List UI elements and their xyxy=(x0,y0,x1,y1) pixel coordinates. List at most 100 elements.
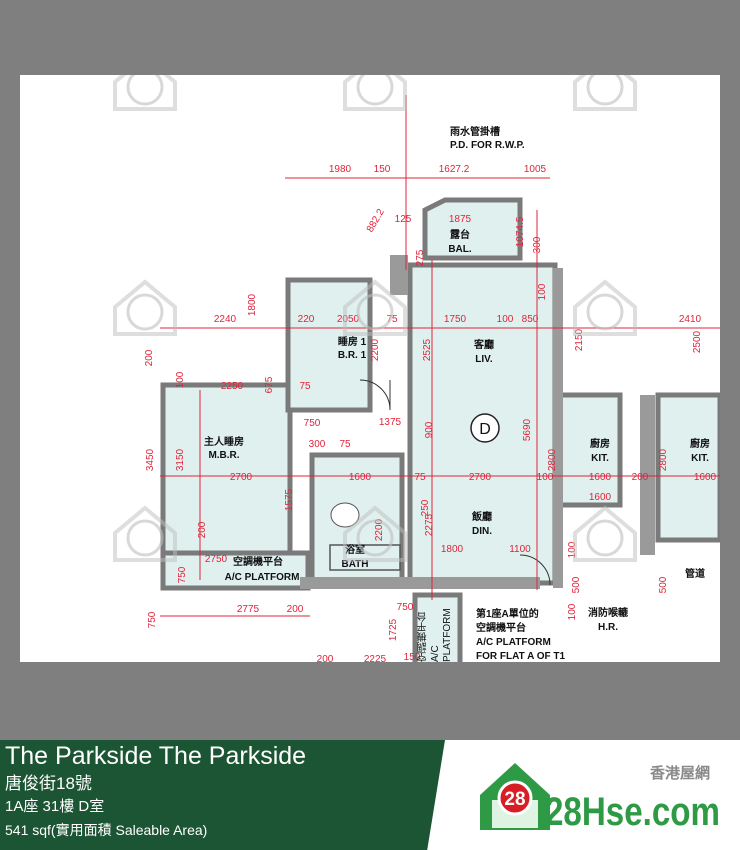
watermark-house-icon xyxy=(343,279,407,336)
dimension-label: 500 xyxy=(658,576,669,593)
watermark-badge-icon xyxy=(126,75,164,106)
footer: The Parkside The Parkside 唐俊街18號 1A座 31樓… xyxy=(0,740,740,850)
dimension-label: 1575 xyxy=(284,488,295,511)
dimension-label: 275 xyxy=(415,249,426,266)
unit-marker: D xyxy=(479,421,491,438)
logo-badge xyxy=(497,780,533,816)
room-label: BATH xyxy=(341,559,368,570)
note-label: FOR FLAT A OF T1 xyxy=(476,651,566,662)
door-din xyxy=(519,554,551,586)
dimension-label: 1750 xyxy=(444,314,467,325)
dimension-label: 2050 xyxy=(337,314,360,325)
dimension-label: 2800 xyxy=(658,448,669,471)
dimension-label: 100 xyxy=(537,472,554,483)
dimension-label: 2800 xyxy=(547,448,558,471)
note-label: 空調機平台 xyxy=(476,621,526,634)
dimension-label: 1627.2 xyxy=(439,164,470,175)
dimension-label: 220 xyxy=(298,314,315,325)
room-label: KIT. xyxy=(591,453,609,464)
watermark-house-icon xyxy=(113,75,177,111)
bathtub xyxy=(329,544,401,571)
room-br1 xyxy=(285,277,373,413)
room-label: 管道 xyxy=(685,567,705,580)
dimension-label: 1800 xyxy=(247,293,258,316)
dimension-label: 500 xyxy=(571,576,582,593)
room-label: LIV. xyxy=(475,354,493,365)
room-label: 廚房 xyxy=(690,437,710,450)
dimension-label: 1005 xyxy=(524,164,547,175)
dimension-label: 100 xyxy=(175,371,186,388)
dimension-label: 100 xyxy=(497,314,514,325)
dimension-label: 1800 xyxy=(441,544,464,555)
room-ac-platform xyxy=(160,550,311,591)
room-label: H.R. xyxy=(598,622,618,633)
dimension-label: 2700 xyxy=(230,472,253,483)
dimension-label: 1980 xyxy=(329,164,352,175)
dimension-label: 2750 xyxy=(205,554,228,565)
room-label: 客廳 xyxy=(473,338,494,351)
dimension-label: 1875 xyxy=(449,214,472,225)
dimension-label: 300 xyxy=(532,236,543,253)
dimension-label: 75 xyxy=(386,314,398,325)
dimension-label: 125 xyxy=(395,214,412,225)
dimension-label: 150 xyxy=(374,164,391,175)
watermark-badge-icon xyxy=(356,293,394,331)
note-label: P.D. FOR R.W.P. xyxy=(450,140,525,151)
property-unit: 1A座 31樓 D室 xyxy=(5,798,105,815)
room-ac-platform-vertical xyxy=(412,592,463,662)
room-label: 廚房 xyxy=(590,437,610,450)
dimension-label: 200 xyxy=(287,604,304,615)
dimension-label: 750 xyxy=(304,418,321,429)
dimension-label: 2150 xyxy=(574,328,585,351)
floor-plan: D 主人睡房 M.B.R. 睡房 1 B.R. 1 客廳 LIV. 飯廳 DIN… xyxy=(20,75,720,662)
dimension-label: 300 xyxy=(309,439,326,450)
dimension-label: 2700 xyxy=(469,472,492,483)
watermark-house-icon xyxy=(113,505,177,562)
note-label-vertical: 空調機平台 A/C PLATFORM xyxy=(418,608,453,662)
unit-marker-circle xyxy=(470,413,500,443)
dimension-label: 1074.5 xyxy=(515,216,526,247)
dimension-label: 675 xyxy=(264,376,275,393)
wall xyxy=(640,395,655,555)
watermark-house-icon xyxy=(573,75,637,111)
property-area: 541 sqf(實用面積 Saleable Area) xyxy=(5,822,208,838)
watermark-badge-icon xyxy=(356,519,394,557)
door-br1 xyxy=(359,379,391,411)
dimension-label: 2275 xyxy=(424,513,435,536)
room-label: 睡房 1 xyxy=(338,335,367,348)
room-label: BAL. xyxy=(448,244,472,255)
dimension-label: 200 xyxy=(317,654,334,662)
room-mbr xyxy=(160,382,293,556)
dimension-label: 900 xyxy=(424,421,435,438)
dimension-label: 100 xyxy=(567,541,578,558)
dimension-label: 75 xyxy=(414,472,426,483)
note-label: 第1座A單位的 xyxy=(476,607,539,620)
room-kit-2 xyxy=(655,392,720,543)
dimension-label: 100 xyxy=(567,603,578,620)
dimension-label: 2225 xyxy=(364,654,387,662)
room-bal xyxy=(422,197,523,261)
dimension-label: 2200 xyxy=(374,518,385,541)
dimension-label: 2200 xyxy=(370,338,381,361)
wall xyxy=(300,577,540,589)
dimension-label: 3150 xyxy=(175,448,186,471)
dimension-label: 2525 xyxy=(422,338,433,361)
room-label: KIT. xyxy=(691,453,709,464)
dimension-label: 1600 xyxy=(349,472,372,483)
28hse-logo[interactable]: 28 28Hse.com 香港屋網 xyxy=(470,755,730,840)
property-title: The Parkside The Parkside xyxy=(5,742,307,770)
dimension-label: 200 xyxy=(632,472,649,483)
dimension-label: 2250 xyxy=(221,381,244,392)
toilet xyxy=(330,502,360,528)
watermark-badge-icon xyxy=(356,75,394,106)
dimension-label: 1375 xyxy=(379,417,402,428)
property-address: 唐俊街18號 xyxy=(5,774,92,793)
watermark-house-icon xyxy=(113,279,177,336)
wall xyxy=(553,268,563,588)
watermark-badge-icon xyxy=(586,293,624,331)
room-label: 露台 xyxy=(450,228,470,241)
dimension-label: 1600 xyxy=(694,472,717,483)
dimension-label: 250 xyxy=(420,499,431,516)
dimension-label: 750 xyxy=(177,566,188,583)
